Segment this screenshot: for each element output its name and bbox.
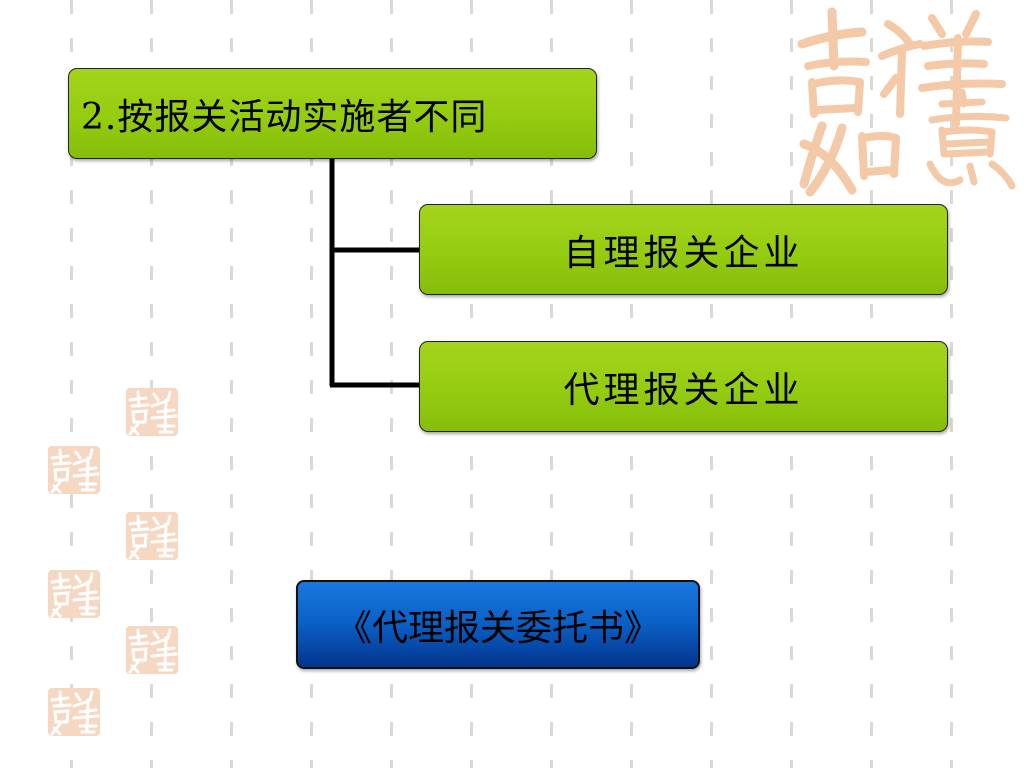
- document-link-label: 《代理报关委托书》: [335, 607, 660, 649]
- auspicious-seal-decoration: [126, 512, 178, 560]
- child-node-agent-declaration: 代理报关企业: [419, 341, 948, 432]
- auspicious-seal-decoration: [48, 688, 100, 736]
- child-node-label: 代理报关企业: [563, 369, 804, 411]
- document-link-box[interactable]: 《代理报关委托书》: [296, 580, 700, 669]
- auspicious-seal-decoration: [126, 388, 178, 436]
- auspicious-seal-decoration: [797, 7, 1016, 197]
- root-node-label: 2.按报关活动实施者不同: [81, 96, 488, 138]
- auspicious-seal-decoration: [126, 626, 178, 674]
- child-node-label: 自理报关企业: [563, 232, 804, 274]
- auspicious-seal-decoration: [48, 446, 100, 494]
- auspicious-seal-decoration: [48, 570, 100, 618]
- child-node-self-declaration: 自理报关企业: [419, 204, 948, 295]
- root-node: 2.按报关活动实施者不同: [68, 68, 597, 159]
